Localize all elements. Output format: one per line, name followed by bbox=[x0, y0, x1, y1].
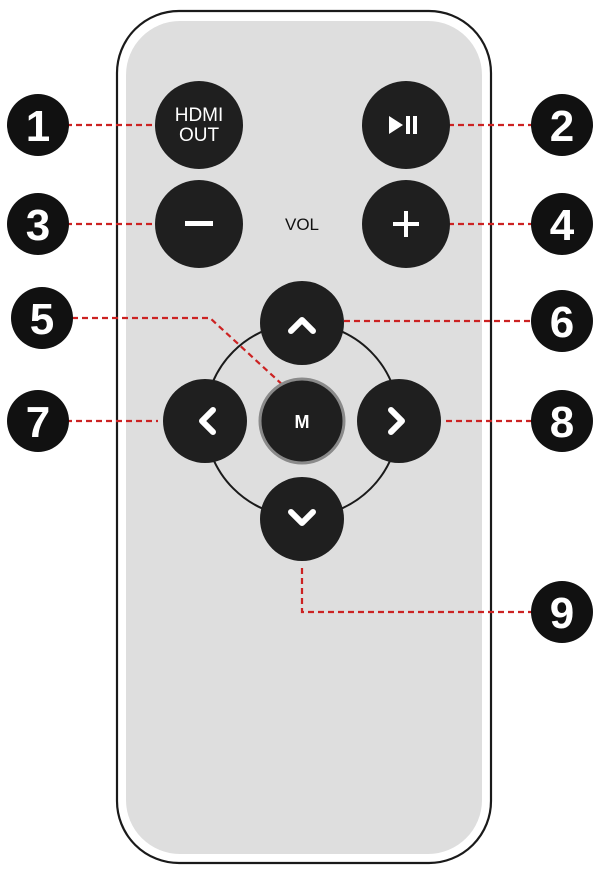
callout-4-label: 4 bbox=[550, 201, 575, 250]
callout-2: 2 bbox=[531, 94, 593, 156]
callout-5-label: 5 bbox=[30, 295, 54, 344]
chevron-down-icon bbox=[288, 509, 316, 526]
leader-9 bbox=[300, 568, 533, 614]
play-pause-icon bbox=[389, 116, 417, 134]
menu-button-label: M bbox=[295, 412, 310, 432]
chevron-up-icon bbox=[288, 317, 316, 334]
callout-7: 7 bbox=[7, 390, 69, 452]
callout-6: 6 bbox=[531, 290, 593, 352]
plus-icon bbox=[393, 211, 419, 237]
right-button[interactable] bbox=[357, 379, 441, 463]
callout-8: 8 bbox=[531, 390, 593, 452]
chevron-left-icon bbox=[199, 407, 216, 435]
callout-8-label: 8 bbox=[550, 398, 574, 447]
chevron-right-icon bbox=[388, 407, 405, 435]
callout-3-label: 3 bbox=[26, 201, 50, 250]
callout-3: 3 bbox=[7, 193, 69, 255]
vol-minus-button[interactable] bbox=[155, 180, 243, 268]
callout-9: 9 bbox=[531, 581, 593, 643]
down-button[interactable] bbox=[260, 477, 344, 561]
hdmi-out-label-line1: HDMI bbox=[175, 105, 224, 126]
hdmi-out-label-line2: OUT bbox=[179, 125, 220, 146]
callout-4: 4 bbox=[531, 193, 593, 255]
play-pause-button[interactable] bbox=[362, 81, 450, 169]
leader-lines bbox=[66, 123, 533, 614]
callout-5: 5 bbox=[11, 287, 73, 349]
callout-1: 1 bbox=[7, 94, 69, 156]
left-button[interactable] bbox=[163, 379, 247, 463]
callout-1-label: 1 bbox=[26, 102, 50, 151]
vol-label: VOL bbox=[285, 215, 319, 234]
minus-icon bbox=[185, 221, 213, 226]
leader-5 bbox=[72, 316, 287, 389]
callout-9-label: 9 bbox=[550, 589, 574, 638]
hdmi-out-button[interactable]: HDMI OUT bbox=[155, 81, 243, 169]
callout-7-label: 7 bbox=[26, 398, 50, 447]
up-button[interactable] bbox=[260, 281, 344, 365]
vol-plus-button[interactable] bbox=[362, 180, 450, 268]
callout-2-label: 2 bbox=[550, 102, 574, 151]
menu-button[interactable]: M bbox=[258, 377, 346, 465]
callout-6-label: 6 bbox=[550, 298, 574, 347]
